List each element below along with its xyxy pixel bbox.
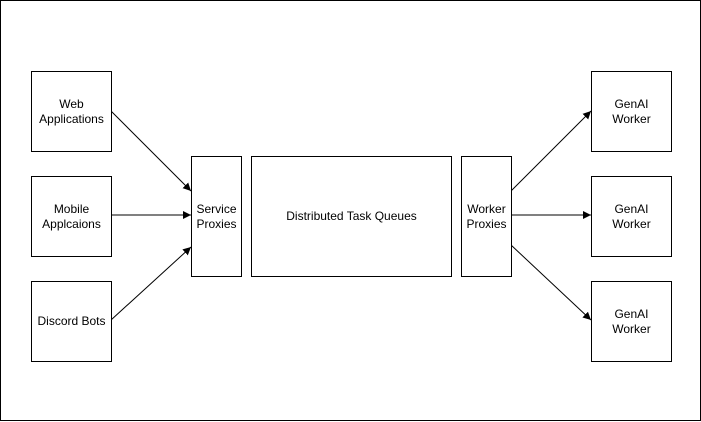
distributed-task-queues-label: Distributed Task Queues xyxy=(286,209,417,223)
distributed-task-queues-node: Distributed Task Queues xyxy=(251,156,452,277)
mobile-applications-node: Mobile Applcaions xyxy=(31,176,112,257)
genai-worker-label-3: GenAI Worker xyxy=(612,306,651,336)
genai-worker-node-1: GenAI Worker xyxy=(591,71,672,152)
genai-worker-node-2: GenAI Worker xyxy=(591,176,672,257)
genai-worker-label-1: GenAI Worker xyxy=(612,96,651,126)
edge-worker-proxies-to-worker-1 xyxy=(510,110,592,192)
service-proxies-node: Service Proxies xyxy=(191,156,242,277)
web-applications-label: Web Applications xyxy=(39,96,104,126)
discord-bots-label: Discord Bots xyxy=(37,314,106,328)
discord-bots-node: Discord Bots xyxy=(31,281,112,362)
web-applications-node: Web Applications xyxy=(31,71,112,152)
worker-proxies-label: Worker Proxies xyxy=(466,201,507,231)
edge-web-to-service-proxies xyxy=(110,110,192,192)
mobile-applications-label: Mobile Applcaions xyxy=(42,201,101,231)
edge-worker-proxies-to-worker-3 xyxy=(510,244,592,321)
genai-worker-node-3: GenAI Worker xyxy=(591,281,672,362)
service-proxies-label: Service Proxies xyxy=(196,201,237,231)
genai-worker-label-2: GenAI Worker xyxy=(612,201,651,231)
worker-proxies-node: Worker Proxies xyxy=(461,156,512,277)
edge-discord-to-service-proxies xyxy=(110,246,192,321)
